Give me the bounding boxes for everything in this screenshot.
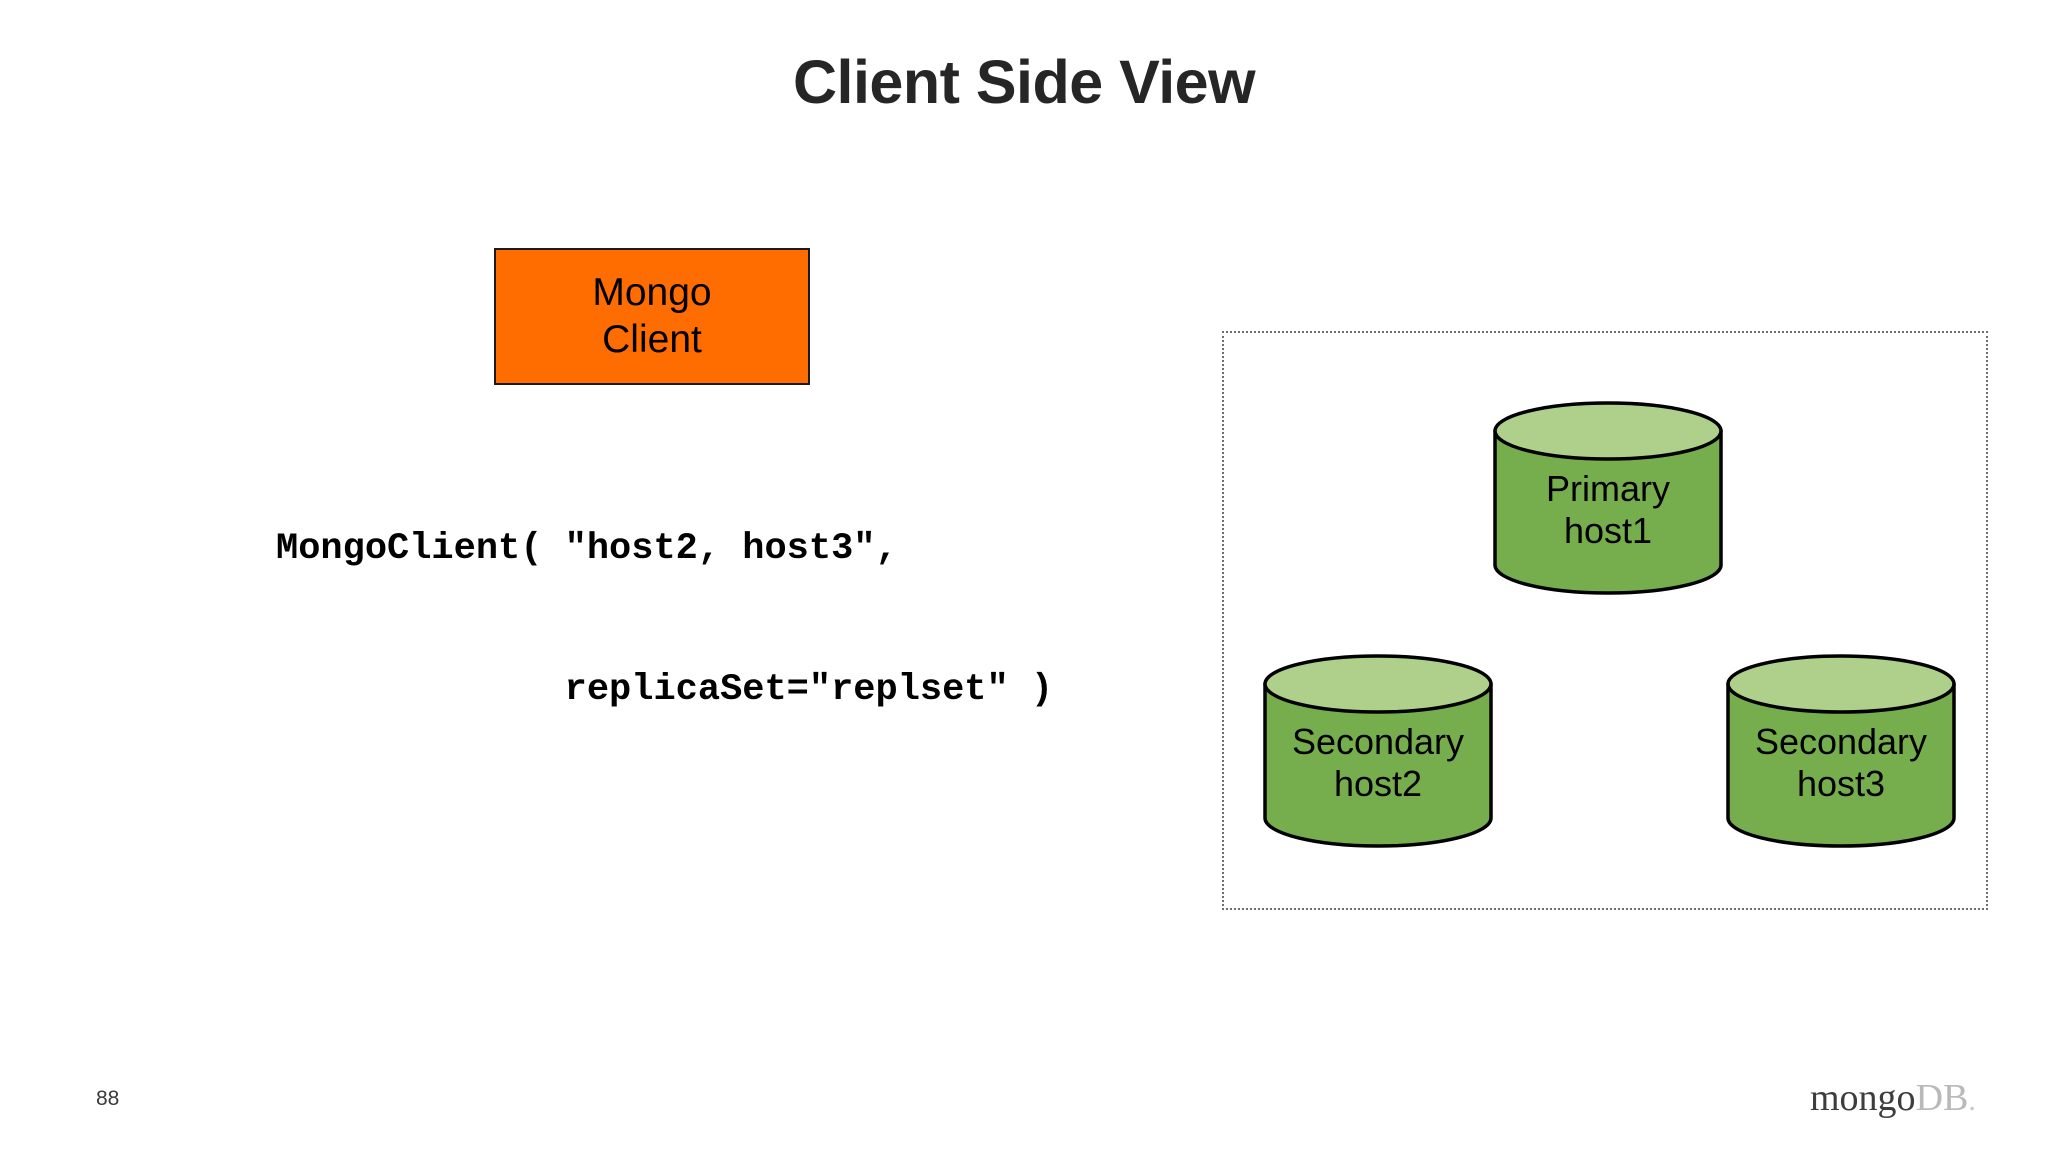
replica-node-secondary-1: Secondary host2 (1262, 653, 1494, 849)
code-snippet: MongoClient( "host2, host3", replicaSet=… (276, 432, 1053, 808)
database-cylinder-icon (1726, 654, 1956, 848)
replica-node-primary: Primary host1 (1492, 400, 1724, 596)
replica-node-secondary-2: Secondary host3 (1725, 653, 1957, 849)
mongo-client-label-line-2: Client (602, 317, 702, 361)
mongodb-logo-dot: . (1968, 1084, 1976, 1117)
mongo-client-label-line-1: Mongo (592, 271, 712, 315)
database-cylinder-icon (1263, 654, 1493, 848)
code-line-2: replicaSet="replset" ) (276, 669, 1054, 711)
mongodb-logo: mongoDB. (1810, 1079, 1976, 1117)
code-line-1: MongoClient( "host2, host3", (276, 528, 898, 570)
mongodb-logo-db: DB (1915, 1077, 1969, 1119)
mongodb-logo-mongo: mongo (1810, 1077, 1916, 1119)
database-cylinder-icon (1493, 401, 1723, 595)
page-title: Client Side View (792, 48, 1256, 116)
page-number: 88 (96, 1087, 120, 1110)
replica-set-boundary (1222, 331, 1988, 910)
mongo-client-box: Mongo Client (494, 248, 810, 385)
